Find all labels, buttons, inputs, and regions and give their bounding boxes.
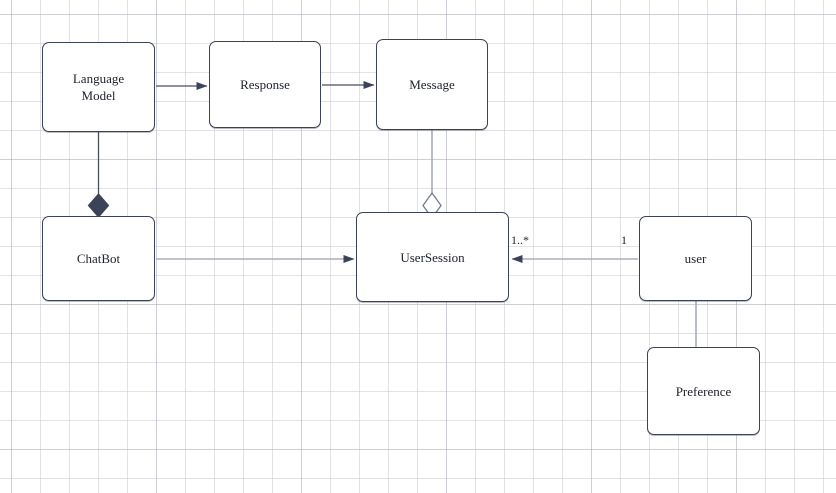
node-chatbot[interactable]: ChatBot (42, 216, 155, 301)
node-label-response: Response (240, 77, 290, 92)
edge-usersession-aggregation-message[interactable] (422, 130, 442, 220)
multiplicity-label-usersession-end: 1..* (511, 233, 529, 247)
node-message[interactable]: Message (376, 39, 488, 130)
node-label-user: user (684, 251, 707, 266)
node-usersession[interactable]: UserSession (356, 212, 509, 302)
node-label-preference: Preference (675, 383, 732, 399)
node-preference[interactable]: Preference (647, 347, 760, 435)
node-label-usersession: UserSession (400, 249, 465, 265)
multiplicity-label-user-end: 1 (621, 233, 627, 247)
node-user[interactable]: user (639, 216, 752, 301)
node-language-model[interactable]: Language Model (42, 42, 155, 132)
filled-diamond-marker (87, 193, 110, 218)
node-label-language-model: Language Model (72, 71, 125, 103)
node-label-message: Message (409, 77, 455, 92)
node-label-chatbot: ChatBot (76, 251, 121, 266)
node-response[interactable]: Response (209, 41, 321, 128)
edge-chatbot-composition-language-model[interactable] (87, 132, 110, 218)
